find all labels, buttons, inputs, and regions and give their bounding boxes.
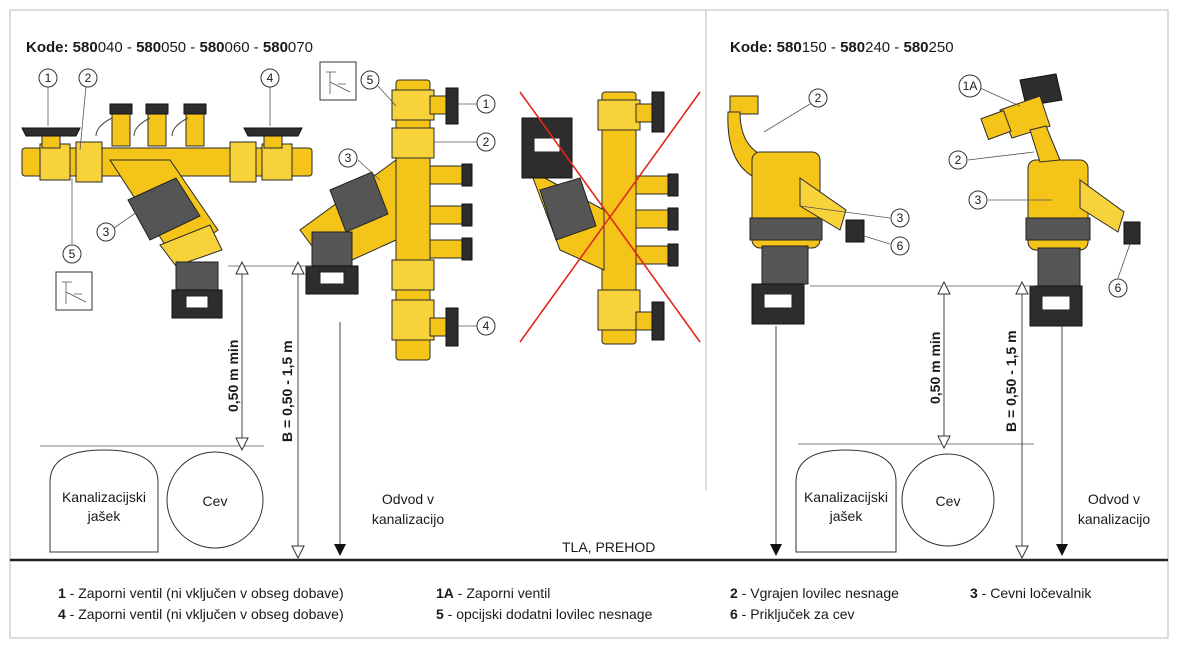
drain-label-1: Odvod v [382,491,434,507]
manhole-shape-right [795,449,897,553]
drain-label-right-2: kanalizacijo [1078,511,1151,527]
pipe-circle-right [901,453,995,547]
legend-item-2: 2 - Vgrajen lovilec nesnage [730,585,899,601]
manhole-label-2: jašek [87,508,122,524]
callout-1-circle [38,68,58,88]
drain-label-2: kanalizacijo [372,511,445,527]
callout-3b-circle [338,148,358,168]
callout-6: 6 [897,239,904,253]
callout-3: 3 [103,225,110,239]
assembly-compact-a [727,95,865,325]
legend-item-1a: 1A - Zaporni ventil [436,585,550,601]
callout-1b: 1 [483,97,490,111]
callouts: 1 2 4 3 5 5 1 2 3 4 2 3 [38,68,1131,336]
b-distance-label-right: B = 0,50 - 1,5 m [1003,330,1019,432]
min-distance-label: 0,50 m min [225,340,241,412]
right-dimensions: 0,50 m min B = 0,50 - 1,5 m Kanalizacijs… [770,286,1150,556]
pipe-label-right: Cev [936,493,961,509]
b-distance-label: B = 0,50 - 1,5 m [279,340,295,442]
callout-1a: 1A [963,79,978,93]
assembly-not-allowed [519,91,701,345]
manhole-label-right-2: jašek [829,508,864,524]
legend-item-4: 4 - Zaporni ventil (ni vključen v obseg … [58,606,344,622]
assembly-vertical [299,79,473,361]
callout-2d-circle [948,150,968,170]
callout-1a-circle [958,74,982,98]
pipe-label: Cev [203,493,228,509]
callout-2c: 2 [815,91,822,105]
callout-3d: 3 [975,193,982,207]
callout-2b: 2 [483,135,490,149]
outer-frame [9,9,1169,639]
min-distance-label-right: 0,50 m min [927,332,943,404]
callout-5b: 5 [367,73,374,87]
manhole-shape [49,449,159,553]
manhole-label-1: Kanalizacijski [62,489,146,505]
assembly-horizontal [21,103,313,319]
callout-4: 4 [267,71,274,85]
callout-2c-circle [808,88,828,108]
right-code-header: Kode: 580150 - 580240 - 580250 [730,39,954,56]
callout-3b: 3 [345,151,352,165]
callout-2d: 2 [955,153,962,167]
legend-item-3: 3 - Cevni ločevalnik [970,585,1092,601]
callout-4b: 4 [483,319,490,333]
callout-5-circle [62,244,82,264]
drain-label-right-1: Odvod v [1088,491,1140,507]
cross-line-2 [519,91,701,343]
legend: 1 - Zaporni ventil (ni vključen v obseg … [58,585,1092,622]
left-code-header: Kode: 580040 - 580050 - 580060 - 580070 [26,39,313,56]
assembly-compact-b [980,73,1141,327]
left-dimensions: 0,50 m min B = 0,50 - 1,5 m Kanalizacijs… [40,266,444,556]
pipe-circle [166,451,264,549]
floor-label: TLA, PREHOD [562,539,655,555]
legend-item-1: 1 - Zaporni ventil (ni vključen v obseg … [58,585,344,601]
callout-3d-circle [968,190,988,210]
callout-6b-circle [1108,278,1128,298]
callout-4-circle [260,68,280,88]
callout-5: 5 [69,247,76,261]
strainer-symbol-top [319,61,357,101]
callout-2: 2 [85,71,92,85]
legend-item-6: 6 - Priključek za cev [730,606,855,622]
callout-1: 1 [45,71,52,85]
callout-5b-circle [360,70,380,90]
callout-3-circle [96,222,116,242]
callout-2-circle [78,68,98,88]
callout-1b-circle [476,94,496,114]
callout-2b-circle [476,132,496,152]
callout-6b: 6 [1115,281,1122,295]
callout-3c: 3 [897,211,904,225]
callout-3c-circle [890,208,910,228]
manhole-label-right-1: Kanalizacijski [804,489,888,505]
legend-item-5: 5 - opcijski dodatni lovilec nesnage [436,606,653,622]
callout-4b-circle [476,316,496,336]
callout-6-circle [890,236,910,256]
strainer-symbol-bottom [55,271,93,311]
